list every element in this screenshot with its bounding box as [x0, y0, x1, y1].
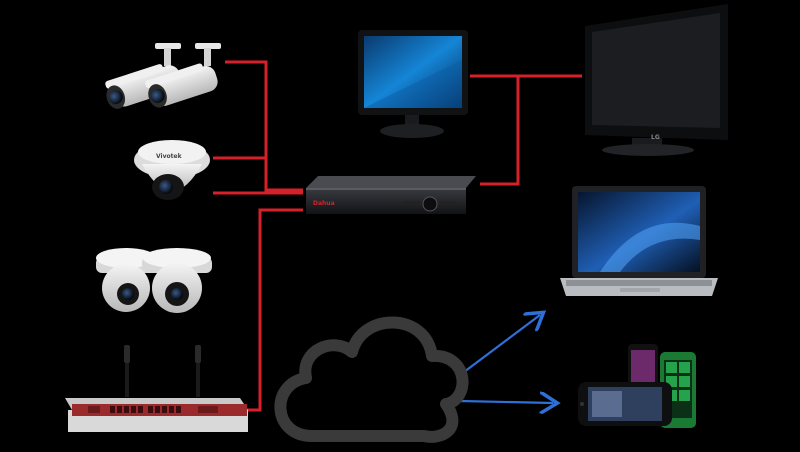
dvr-brand-label: Dahua [313, 200, 335, 207]
cloud-icon [274, 316, 469, 443]
dome-camera-icon: Vivotek [134, 140, 210, 200]
tv-icon: LG [585, 4, 728, 156]
bullet-camera-icon [105, 43, 221, 109]
arrow-cloud-to-phones [459, 401, 553, 403]
turret-camera-icon [96, 248, 212, 313]
arrow-cloud-to-laptop [459, 315, 540, 376]
laptop-icon [560, 186, 718, 296]
dome-brand-label: Vivotek [156, 153, 183, 160]
line-dvr-to-displays [480, 76, 520, 186]
tv-brand-label: LG [651, 134, 660, 141]
monitor-icon [358, 30, 468, 138]
dvr-icon: Dahua [306, 176, 476, 214]
router-icon [65, 345, 248, 432]
line-bullet-to-dvr [225, 60, 303, 192]
wireless-connections [459, 315, 553, 403]
smartphone-icon [578, 344, 696, 428]
